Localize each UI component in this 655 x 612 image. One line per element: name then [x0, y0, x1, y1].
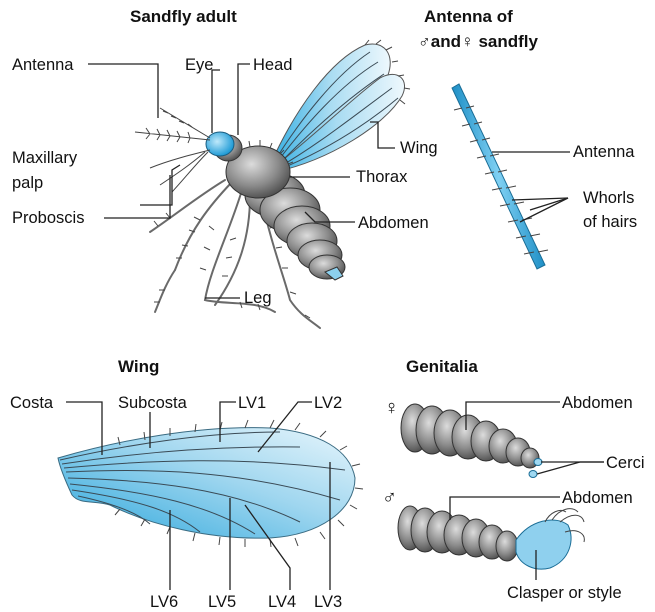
label-eye: Eye — [185, 56, 213, 74]
label-abdomen: Abdomen — [358, 214, 429, 232]
label-cerci: Cerci — [606, 454, 645, 472]
label-leg: Leg — [244, 289, 272, 307]
label-lv2: LV2 — [314, 394, 342, 412]
female-symbol: ♀ — [384, 397, 399, 419]
label-abdomen-female: Abdomen — [562, 394, 633, 412]
wing-title: Wing — [118, 357, 159, 376]
leg-5 — [150, 180, 225, 232]
leg-6 — [155, 270, 175, 312]
label-lv1: LV1 — [238, 394, 266, 412]
antenna-detail-illustration — [452, 84, 548, 269]
female-genitalia-illustration — [401, 404, 542, 478]
label-lv5: LV5 — [208, 593, 236, 611]
label-lv4: LV4 — [268, 593, 296, 611]
adult-title: Sandfly adult — [130, 7, 237, 26]
label-thorax: Thorax — [356, 168, 408, 186]
label-maxillary: Maxillary — [12, 149, 78, 167]
label-abdomen-male: Abdomen — [562, 489, 633, 507]
label-wing: Wing — [400, 139, 438, 157]
wing-illustration — [58, 420, 363, 547]
antenna-detail-title-1: Antenna of — [424, 7, 513, 26]
label-of-hairs: of hairs — [583, 213, 637, 231]
label-lv6: LV6 — [150, 593, 178, 611]
label-antenna-detail: Antenna — [573, 143, 635, 161]
genitalia-title: Genitalia — [406, 357, 478, 376]
label-clasper: Clasper or style — [507, 584, 622, 602]
label-palp: palp — [12, 174, 43, 192]
adult-eye — [206, 132, 234, 156]
adult-antenna — [135, 108, 210, 143]
male-genitalia-illustration — [398, 506, 584, 569]
adult-palp — [150, 150, 210, 192]
label-lv3: LV3 — [314, 593, 342, 611]
label-head: Head — [253, 56, 292, 74]
label-whorls: Whorls — [583, 189, 634, 207]
label-proboscis: Proboscis — [12, 209, 84, 227]
male-symbol: ♂ — [382, 487, 397, 509]
antenna-detail-title-2: ♂and♀ sandfly — [418, 32, 539, 51]
label-costa: Costa — [10, 394, 54, 412]
label-antenna: Antenna — [12, 56, 74, 74]
label-subcosta: Subcosta — [118, 394, 188, 412]
